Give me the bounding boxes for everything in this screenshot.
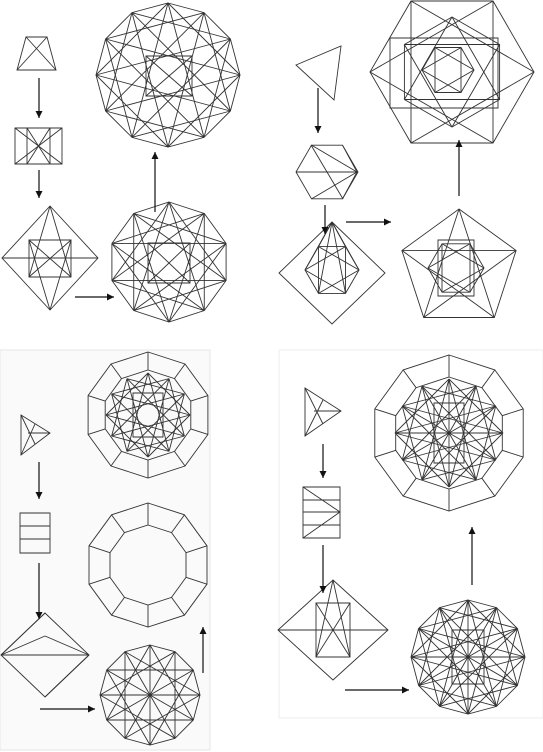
bl-arrow-down-1 <box>35 462 43 499</box>
tr-hexagon-fan <box>296 145 358 199</box>
tl-arrow-up <box>151 152 159 212</box>
tl-arrow-right <box>75 293 114 301</box>
tr-pentagon-star-pattern <box>402 209 516 318</box>
tl-trapezoid <box>17 37 56 70</box>
bl-arrow-right <box>40 705 95 713</box>
tr-arrow-down-2 <box>321 205 329 234</box>
tl-arrow-down-2 <box>35 170 43 198</box>
br-decagon-web-pattern <box>411 600 525 714</box>
br-triangle-with-center-lines <box>305 388 341 436</box>
tr-triangle <box>296 46 341 100</box>
br-arrow-down-1 <box>319 444 327 478</box>
tl-arrow-down-1 <box>35 78 43 118</box>
bl-stacked-rectangles <box>20 513 50 553</box>
tl-rhombus-with-inner-square <box>2 206 98 310</box>
bl-arrow-down-2 <box>35 563 43 619</box>
tr-arrow-right <box>346 218 391 226</box>
br-rosette-web-pattern <box>375 355 523 511</box>
br-arrow-right <box>345 686 409 694</box>
br-rectangle-with-chevrons <box>303 487 340 538</box>
bl-rosette-star-pattern <box>88 352 208 478</box>
br-arrow-up <box>468 527 476 585</box>
tr-arrow-down-1 <box>314 88 322 133</box>
bl-ring-of-trapezoids <box>89 503 207 627</box>
tl-decagon-star-pattern <box>112 202 226 322</box>
tr-large-hexagon-star-pattern <box>370 1 534 143</box>
br-arrow-down-2 <box>319 545 327 593</box>
tr-rhombus-with-hexagon <box>279 222 385 324</box>
bl-arrow-up <box>199 627 207 673</box>
arrows-layer <box>35 78 476 713</box>
br-rhombus-with-inner-rectangle <box>278 580 388 680</box>
tl-rectangle-with-diagonals <box>15 128 62 164</box>
figures-layer <box>1 1 534 745</box>
tr-arrow-up <box>455 140 463 196</box>
bl-rhombus <box>1 613 89 697</box>
bl-triangle-with-center-lines <box>21 415 50 455</box>
tl-large-polygon-star-pattern <box>96 3 240 147</box>
bl-decagon-with-spokes <box>100 645 200 745</box>
